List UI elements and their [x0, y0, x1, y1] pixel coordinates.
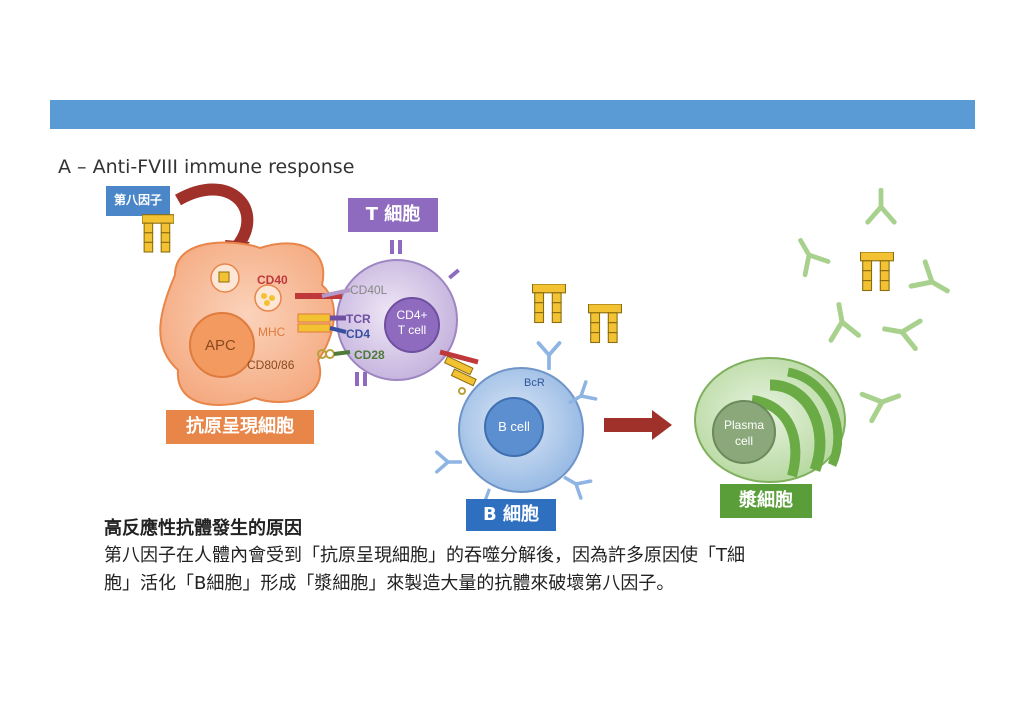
caption-heading: 高反應性抗體發生的原因 — [104, 518, 302, 539]
factor8-icon — [532, 284, 566, 324]
bcr-label: BcR — [524, 377, 545, 389]
uptake-arrow — [175, 183, 254, 249]
plasma-cell-tag: 漿細胞 — [720, 484, 812, 518]
antibody-icon — [825, 302, 858, 340]
cd4-tcell-label-1: CD4+ — [396, 308, 427, 322]
antibody-icon — [789, 234, 828, 275]
factor8-tag-box — [106, 186, 170, 216]
cd4-tcell-label-2: T cell — [398, 323, 426, 337]
factor8-icon — [142, 214, 174, 253]
vesicle-icon — [254, 284, 282, 312]
t-cell-nucleus — [384, 297, 440, 353]
factor8-icon — [588, 304, 622, 344]
antibody-icon — [911, 262, 954, 303]
factor8-tag: 第八因子 — [113, 193, 162, 207]
mhc-label: MHC — [258, 325, 286, 339]
caption: 高反應性抗體發生的原因 第八因子在人體內會受到「抗原呈現細胞」的吞噬分解後，因為… — [104, 516, 934, 598]
antibody-icon — [862, 383, 904, 421]
er-membrane — [769, 379, 826, 472]
bcr-antibody-icon — [536, 341, 562, 370]
er-membrane — [751, 395, 801, 478]
cd40-label: CD40 — [257, 273, 288, 287]
b-cell-nucleus — [484, 397, 544, 457]
apc-label: APC — [205, 337, 236, 354]
bcell-label: B cell — [498, 419, 530, 434]
cd80-cd28-pair — [317, 349, 351, 359]
caption-line-2: 胞」活化「B細胞」形成「漿細胞」來製造大量的抗體來破壞第八因子。 — [104, 573, 675, 594]
er-membrane — [786, 367, 843, 467]
section-title: A – Anti-FVIII immune response — [58, 156, 355, 178]
caption-line-1: 第八因子在人體內會受到「抗原呈現細胞」的吞噬分解後，因為許多原因使「T細 — [104, 545, 745, 566]
cd40l-label: CD40L — [350, 283, 388, 297]
cd40-cd40l-pair — [295, 288, 351, 299]
tcr-label: TCR — [346, 312, 371, 326]
differentiation-arrow — [604, 418, 654, 432]
apc-nucleus — [189, 312, 255, 378]
t-b-synapse — [439, 349, 479, 395]
apc-tag: 抗原呈現細胞 — [166, 410, 314, 444]
cd4-label: CD4 — [346, 327, 370, 341]
header-banner — [50, 100, 975, 129]
b-cell-tag: B 細胞 — [466, 499, 556, 531]
cd8086-label: CD80/86 — [247, 358, 295, 372]
mhc-tcr-complex — [297, 313, 347, 334]
bcr-antibody-icon — [435, 450, 462, 474]
plasma-nucleus — [712, 400, 776, 464]
t-cell-tag: T 細胞 — [348, 198, 438, 232]
factor8-icon — [860, 252, 894, 292]
antibody-icon — [868, 190, 895, 222]
cd28-label: CD28 — [354, 348, 385, 362]
antibody-icon — [882, 315, 920, 348]
plasma-label-2: cell — [735, 434, 753, 448]
plasma-label-1: Plasma — [724, 418, 764, 432]
